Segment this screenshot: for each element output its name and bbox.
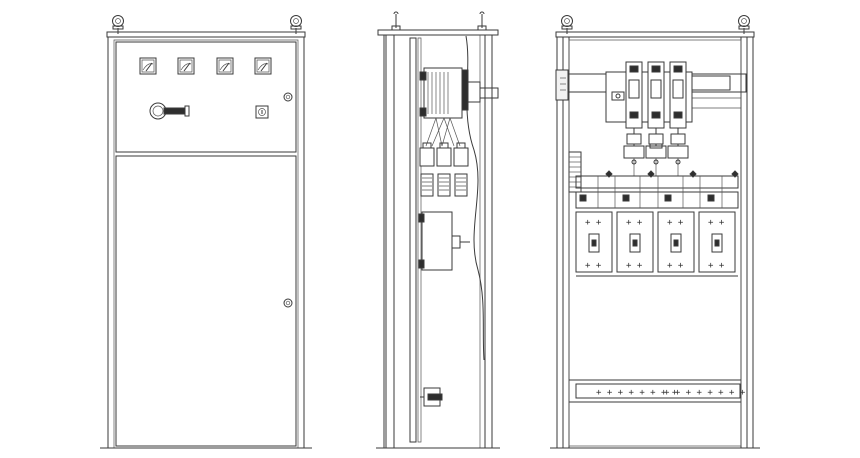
lower-door-lock bbox=[284, 299, 292, 307]
side-lifting-hook-left bbox=[392, 12, 400, 30]
breaker-4-bottom-terminals: + + bbox=[708, 261, 725, 271]
interior-lifting-eye-right bbox=[739, 16, 750, 35]
cutaway-break bbox=[466, 36, 484, 360]
meter-3 bbox=[217, 58, 233, 74]
feeder-breaker-2: + + + + bbox=[617, 212, 653, 272]
mounting-plate bbox=[410, 38, 416, 442]
feeder-breaker-1: + + + + bbox=[576, 212, 612, 272]
breaker-1-top-terminals: + + bbox=[585, 218, 602, 228]
breaker-4-top-terminals: + + bbox=[708, 218, 725, 228]
front-view bbox=[100, 16, 312, 449]
side-isolator bbox=[420, 68, 498, 118]
door-edge bbox=[386, 35, 394, 448]
side-current-transformer-1 bbox=[420, 143, 434, 196]
meter-1 bbox=[140, 58, 156, 74]
breaker-1-bottom-terminals: + + bbox=[585, 261, 602, 271]
lifting-eye-right bbox=[291, 16, 302, 35]
interior-lifting-eye-left bbox=[562, 16, 573, 35]
meter-2 bbox=[178, 58, 194, 74]
interior-current-transformers bbox=[624, 128, 688, 176]
cabinet-body bbox=[108, 37, 304, 448]
top-cap bbox=[107, 32, 305, 37]
feeder-breaker-4: + + + + bbox=[699, 212, 735, 272]
side-vent bbox=[569, 152, 581, 192]
side-wiring bbox=[426, 118, 460, 146]
side-current-transformer-3 bbox=[454, 143, 468, 196]
side-view bbox=[376, 12, 500, 448]
meter-4 bbox=[255, 58, 271, 74]
lower-door bbox=[116, 156, 296, 446]
breaker-3-bottom-terminals: + + bbox=[667, 261, 684, 271]
pilot-lamp bbox=[256, 106, 268, 118]
lifting-eye-left bbox=[113, 16, 124, 35]
terminal-block-left: + + + + + + + + bbox=[596, 388, 678, 398]
side-lifting-hook-right bbox=[478, 12, 486, 30]
instrument-panel bbox=[116, 42, 296, 152]
upper-door-lock bbox=[284, 93, 292, 101]
distribution-bars bbox=[576, 171, 738, 208]
terminal-strip: + + + + + + + + + + + + + + + + bbox=[569, 380, 746, 402]
side-current-transformer-2 bbox=[437, 143, 451, 196]
side-handle bbox=[420, 388, 442, 406]
breaker-2-top-terminals: + + bbox=[626, 218, 643, 228]
side-breaker bbox=[419, 212, 470, 270]
isolator-switch bbox=[606, 62, 692, 128]
rotary-switch bbox=[150, 103, 189, 119]
interior-view: + + + + + + + + + + + + + + + + bbox=[550, 16, 760, 449]
breaker-3-top-terminals: + + bbox=[667, 218, 684, 228]
terminal-block-right: + + + + + + + + bbox=[664, 388, 746, 398]
breaker-2-bottom-terminals: + + bbox=[626, 261, 643, 271]
feeder-breaker-3: + + + + bbox=[658, 212, 694, 272]
